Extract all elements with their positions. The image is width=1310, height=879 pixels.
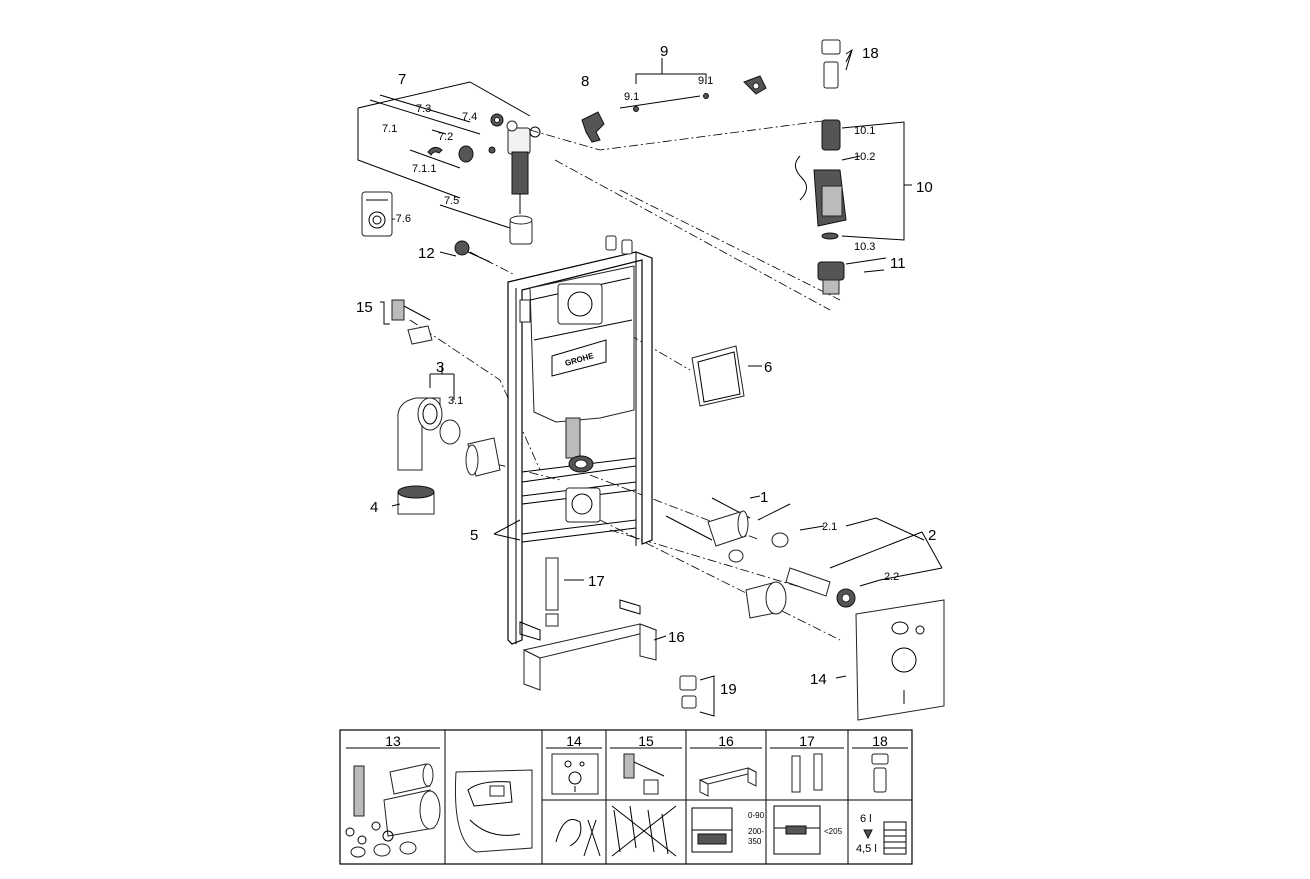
- callout-7-6: -7.6: [392, 213, 411, 225]
- callout-7-3: 7.3: [416, 103, 431, 115]
- callout-10: 10: [916, 179, 933, 196]
- callout-7-4: 7.4: [462, 111, 477, 123]
- part-12-15-wall-brackets: [380, 240, 491, 345]
- table-header-17: 17: [799, 733, 815, 749]
- callout-2-2: 2.2: [884, 571, 899, 583]
- table-cell-wc-bowl: [454, 769, 533, 853]
- volume-6l: 6 l: [860, 813, 872, 825]
- table-header-18: 18: [872, 733, 888, 749]
- table-header-16: 16: [718, 733, 734, 749]
- callout-19: 19: [720, 681, 737, 698]
- dim-16-c: 350: [748, 837, 762, 846]
- table-header-15: 15: [638, 733, 654, 749]
- callout-7-1-1: 7.1.1: [412, 163, 436, 175]
- part-16-17-19-accessories: [522, 557, 715, 717]
- installation-frame: GROHE: [507, 235, 653, 645]
- callout-7: 7: [398, 71, 406, 88]
- table-cell-14-insulation: [551, 753, 601, 857]
- callout-9-1-right: 9.1: [698, 75, 713, 87]
- callout-2-1: 2.1: [822, 521, 837, 533]
- callout-15: 15: [356, 299, 373, 316]
- callout-7-1: 7.1: [382, 123, 397, 135]
- callout-3: 3: [436, 359, 444, 376]
- callout-1: 1: [760, 489, 768, 506]
- part-14-sound-insulation: [855, 599, 945, 721]
- callout-5: 5: [470, 527, 478, 544]
- callout-14: 14: [810, 671, 827, 688]
- callout-17: 17: [588, 573, 605, 590]
- callout-9: 9: [660, 43, 668, 60]
- callout-10-1: 10.1: [854, 125, 875, 137]
- part-3-4-drain-bend: [397, 366, 501, 515]
- dim-16-b: 200-: [748, 827, 764, 836]
- callout-4: 4: [370, 499, 378, 516]
- callout-10-2: 10.2: [854, 151, 875, 163]
- callout-labels: 7 7.3 7.4 7.1 7.2 7.1.1 7.5 -7.6 8 9 9.1…: [356, 43, 936, 698]
- callout-2: 2: [928, 527, 936, 544]
- part-7-fill-valve-kit: [357, 81, 541, 245]
- callout-18: 18: [862, 45, 879, 62]
- table-cell-16-foot: 0-90 200- 350: [691, 767, 765, 853]
- table-cell-13-pipes: [345, 763, 441, 858]
- callout-leaders: [391, 129, 885, 679]
- callout-7-2: 7.2: [438, 131, 453, 143]
- accessory-table: 13 14 15 16 17 18: [339, 729, 913, 865]
- dim-16-a: 0-90: [748, 811, 765, 820]
- volume-4-5l: 4,5 l: [856, 843, 877, 855]
- part-6-service-box: [691, 345, 745, 407]
- callout-10-3: 10.3: [854, 241, 875, 253]
- callout-8: 8: [581, 73, 589, 90]
- callout-6: 6: [764, 359, 772, 376]
- table-header-14: 14: [566, 733, 582, 749]
- callout-11: 11: [890, 255, 906, 272]
- part-8-9-connector-hose: [581, 58, 767, 143]
- table-cell-15-brackets: [611, 753, 677, 857]
- callout-3-1: 3.1: [448, 395, 463, 407]
- table-cell-18-flush-volume: 6 l 4,5 l: [856, 753, 907, 855]
- callout-9-1-left: 9.1: [624, 91, 639, 103]
- callout-16: 16: [668, 629, 685, 646]
- table-cell-17-supports: <205: [773, 753, 843, 855]
- dim-17: <205: [824, 827, 843, 836]
- callout-12: 12: [418, 245, 435, 262]
- part-1-2-connection-set: [665, 497, 943, 619]
- table-header-13: 13: [385, 733, 401, 749]
- callout-7-5: 7.5: [444, 195, 459, 207]
- part-10-11-18-flush-valve: [795, 39, 912, 295]
